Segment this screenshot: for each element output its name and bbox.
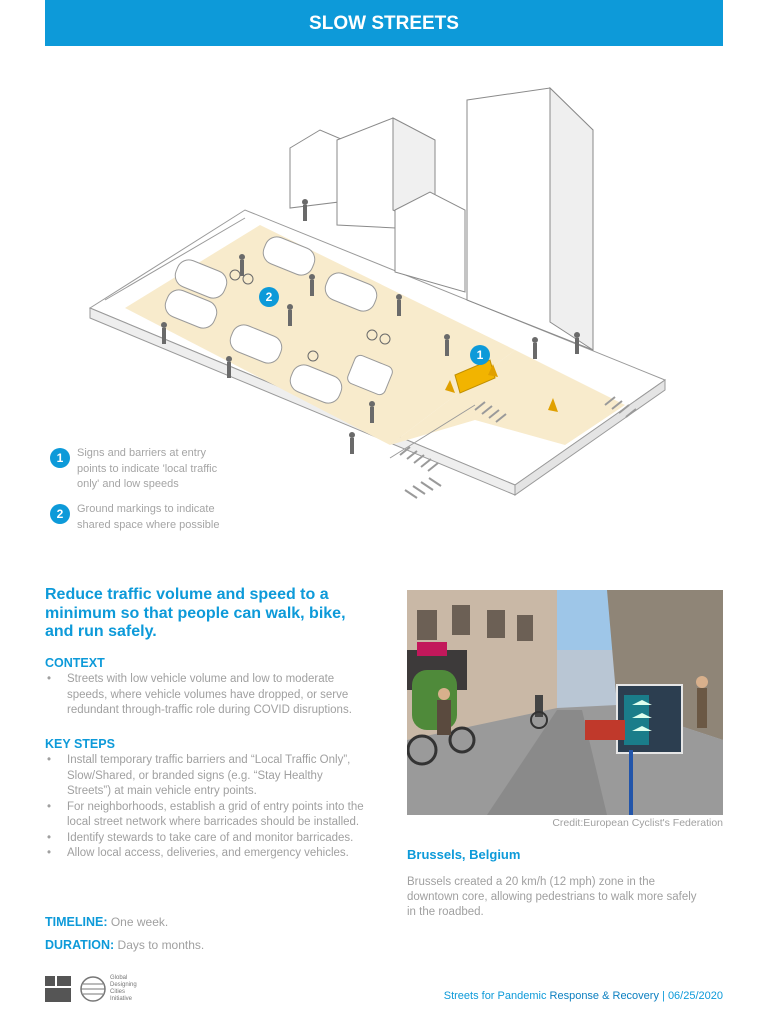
marker-1: 1 [470, 345, 490, 365]
page-banner: SLOW STREETS [45, 0, 723, 46]
page-title: SLOW STREETS [309, 13, 459, 34]
footer-text-accent: Response & Recovery [549, 990, 659, 1002]
buildings [289, 86, 594, 351]
gdci-logo-text: Global Designing Cities Initiative [110, 975, 137, 1002]
key-steps-heading: KEY STEPS [45, 737, 115, 751]
marker-2-label: 2 [266, 290, 273, 304]
street-illustration: 1 2 [45, 60, 723, 570]
key-step-1: Install temporary traffic barriers and “… [45, 753, 365, 800]
marker-2: 2 [259, 287, 279, 307]
slow-street-diagram: 1 2 [88, 86, 667, 499]
timeline-value: One week. [110, 915, 169, 929]
gdci-logo [80, 976, 106, 1002]
legend-text-2: Ground markings to indicate shared space… [77, 503, 220, 531]
footer-date: | 06/25/2020 [658, 990, 723, 1002]
pedestrians-and-cyclists [161, 199, 580, 454]
footer-logos: Global Designing Cities Initiative [45, 975, 142, 1003]
timeline-label: TIMELINE: [45, 915, 108, 929]
key-step-4: Allow local access, deliveries, and emer… [45, 846, 365, 862]
legend-text-1: Signs and barriers at entry points to in… [77, 447, 218, 490]
duration-value: Days to months. [117, 938, 205, 952]
crosswalks [399, 396, 637, 499]
legend-badge-2: 2 [50, 504, 70, 524]
context-bullet-1: Streets with low vehicle volume and low … [45, 672, 365, 719]
cars [164, 236, 393, 404]
legend-badge-1: 1 [50, 448, 70, 468]
key-step-3: Identify stewards to take care of and mo… [45, 831, 365, 847]
brussels-photo [407, 590, 723, 815]
context-heading: CONTEXT [45, 656, 105, 670]
barrier [445, 359, 558, 412]
context-list: Streets with low vehicle volume and low … [45, 672, 365, 719]
nacto-logo [45, 976, 71, 1002]
key-step-2: For neighborhoods, establish a grid of e… [45, 800, 365, 831]
legend-item-1: 1 Signs and barriers at entry points to … [50, 446, 237, 493]
duration-label: DURATION: [45, 938, 115, 952]
footer-text: Streets for Pandemic Response & Recovery… [444, 990, 723, 1002]
marker-1-label: 1 [477, 348, 484, 362]
key-steps-list: Install temporary traffic barriers and “… [45, 753, 365, 862]
headline: Reduce traffic volume and speed to a min… [45, 586, 346, 640]
footer-text-plain: Streets for Pandemic [443, 990, 550, 1002]
duration: DURATION: Days to months. [45, 938, 204, 952]
timeline: TIMELINE: One week. [45, 915, 168, 929]
legend-item-2: 2 Ground markings to indicate shared spa… [50, 502, 237, 533]
photo-credit: Credit:European Cyclist's Federation [552, 817, 723, 829]
street-photo-image [407, 590, 723, 815]
case-description: Brussels created a 20 km/h (12 mph) zone… [407, 876, 697, 918]
case-city: Brussels, Belgium [407, 847, 521, 862]
